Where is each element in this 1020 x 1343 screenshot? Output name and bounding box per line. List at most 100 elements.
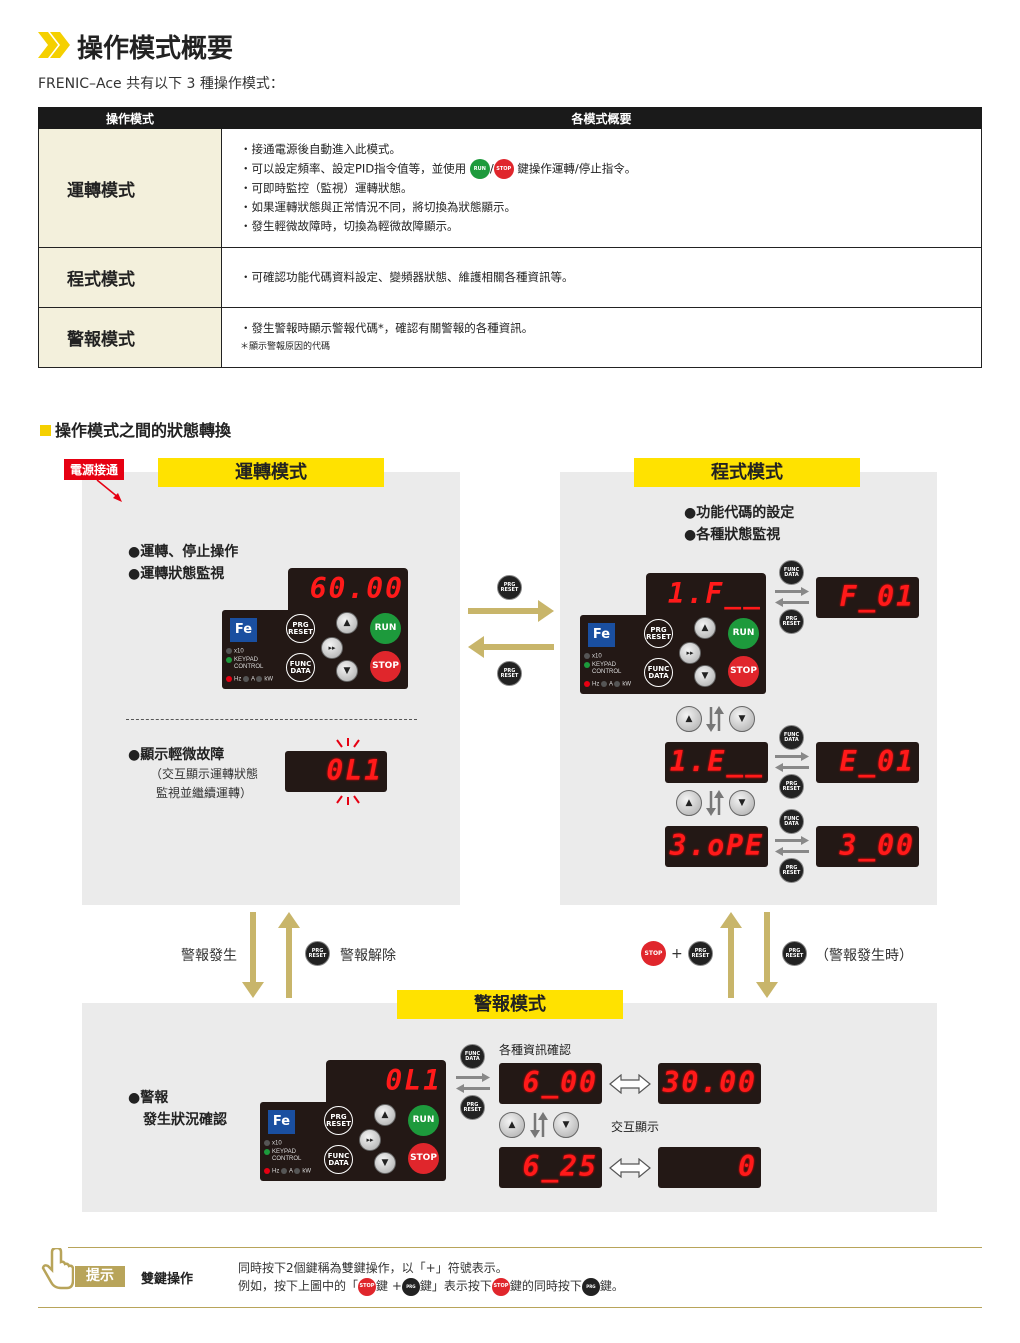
desc-line: ・可以設定頻率、設定PID指令值等，並使用 RUN/STOP 鍵操作運轉/停止指…: [240, 159, 981, 179]
up-down-arrows-icon: [530, 1112, 548, 1138]
page-title: 操作模式概要: [77, 34, 234, 64]
run-key[interactable]: RUN: [370, 613, 401, 644]
alarm-mode-label: 警報模式: [397, 990, 623, 1019]
square-icon: [40, 425, 51, 436]
double-arrow-icon: [609, 1158, 651, 1178]
desc-line: ・可確認功能代碼資料設定、變頻器狀態、維護相關各種資訊等。: [240, 270, 574, 284]
prg-reset-key-icon: PRG: [401, 1277, 420, 1296]
up-key[interactable]: ▲: [676, 790, 702, 816]
shift-key[interactable]: ▸▸: [321, 637, 343, 659]
down-key[interactable]: ▼: [694, 665, 716, 687]
up-down-arrows-icon: [706, 706, 724, 732]
led-display: 6_25: [499, 1147, 602, 1188]
fuji-logo: Fe: [230, 618, 257, 642]
shift-key[interactable]: ▸▸: [679, 642, 701, 664]
double-arrow-icon: [609, 1074, 651, 1094]
led-display: 3.oPE: [665, 826, 768, 867]
down-key[interactable]: ▼: [553, 1112, 579, 1138]
table-row: 警報模式 ・發生警報時顯示警報代碼*，確認有關警報的各種資訊。 ＊顯示警報原因的代…: [38, 307, 982, 368]
subtitle: FRENIC–Ace 共有以下 3 種操作模式：: [38, 76, 284, 92]
shift-key[interactable]: ▸▸: [359, 1129, 381, 1151]
led-display: 0: [658, 1147, 761, 1188]
indicator-keypad-control: KEYPAD CONTROL: [226, 657, 264, 671]
hand-pointer-icon: [41, 1248, 74, 1290]
blink-icon: [336, 738, 360, 748]
stop-key[interactable]: STOP: [370, 651, 401, 682]
alarm-occur-label: 警報發生: [181, 948, 237, 964]
table-row: 運轉模式 ・接通電源後自動進入此模式。 ・可以設定頻率、設定PID指令值等，並使…: [38, 128, 982, 248]
program-bullets: ●功能代碼的設定●各種狀態監視: [684, 505, 795, 543]
run-bullets: ●運轉、停止操作●運轉狀態監視: [128, 544, 239, 582]
stop-key-icon: STOP: [491, 1277, 510, 1296]
up-down-arrows-icon: [706, 790, 724, 816]
alarm-when-label: （警報發生時）: [815, 948, 913, 964]
up-key[interactable]: ▲: [499, 1112, 525, 1138]
desc-line: ・發生警報時顯示警報代碼*，確認有關警報的各種資訊。: [240, 320, 534, 335]
footnote: ＊顯示警報原因的代碼: [240, 341, 331, 352]
indicator-x10: x10: [584, 653, 602, 661]
modes-table: 操作模式各模式概要 運轉模式 ・接通電源後自動進入此模式。 ・可以設定頻率、設定…: [38, 107, 982, 368]
stop-key-icon: STOP: [358, 1277, 377, 1296]
prg-reset-key-icon: PRG: [581, 1277, 600, 1296]
led-display: 6_00: [499, 1063, 602, 1104]
desc-line: ・發生輕微故障時，切換為輕微故障顯示。: [240, 219, 459, 233]
arrow-icon: [96, 479, 122, 502]
stop-key[interactable]: STOP: [408, 1143, 439, 1174]
tip-title: 雙鍵操作: [141, 1272, 194, 1287]
indicator-units: Hz A kW: [584, 681, 631, 689]
run-key-icon: RUN: [469, 159, 490, 179]
swap-arrows-icon: [775, 587, 809, 607]
up-key[interactable]: ▲: [676, 706, 702, 732]
up-key[interactable]: ▲: [694, 617, 716, 639]
indicator-x10: x10: [264, 1140, 282, 1148]
stop-key[interactable]: STOP: [641, 941, 666, 966]
up-key[interactable]: ▲: [336, 612, 358, 634]
plus-sign: +: [671, 946, 683, 962]
up-key[interactable]: ▲: [374, 1104, 396, 1126]
desc-line: ・如果運轉狀態與正常情況不同，將切換為狀態顯示。: [240, 200, 516, 214]
mode-name: 運轉模式: [38, 128, 222, 248]
down-key[interactable]: ▼: [374, 1152, 396, 1174]
chevron-icon: [38, 32, 70, 58]
mode-name: 警報模式: [38, 307, 222, 368]
indicator-keypad-control: KEYPAD CONTROL: [264, 1149, 302, 1163]
divider: [68, 1247, 982, 1248]
gold-arrow-right: [468, 600, 554, 658]
stop-key-icon: STOP: [493, 159, 514, 179]
alarm-reset-label: 警報解除: [340, 948, 396, 964]
stop-key[interactable]: STOP: [728, 656, 759, 687]
program-mode-label: 程式模式: [634, 458, 860, 487]
run-key[interactable]: RUN: [408, 1105, 439, 1136]
arrows-vertical-right: [720, 912, 778, 998]
divider: [126, 719, 417, 720]
down-key[interactable]: ▼: [336, 660, 358, 682]
indicator-keypad-control: KEYPAD CONTROL: [584, 662, 622, 676]
run-key[interactable]: RUN: [728, 618, 759, 649]
led-display: 3_00: [816, 826, 919, 867]
swap-arrows-icon: [775, 752, 809, 772]
divider: [38, 1307, 982, 1308]
down-key[interactable]: ▼: [729, 790, 755, 816]
desc-line: ・接通電源後自動進入此模式。: [240, 142, 401, 156]
down-key[interactable]: ▼: [729, 706, 755, 732]
